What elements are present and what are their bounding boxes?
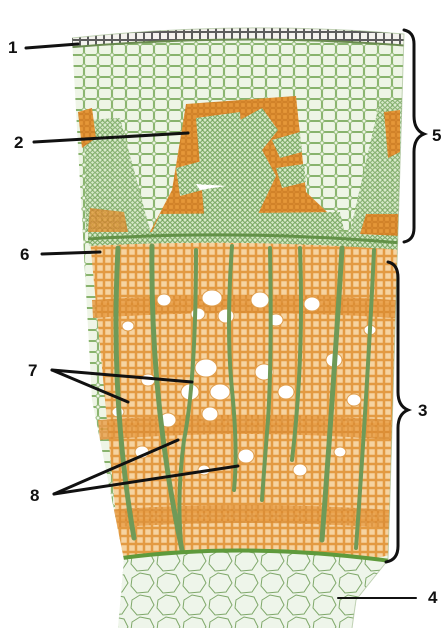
pith xyxy=(108,550,398,628)
leader-1 xyxy=(26,44,78,48)
bracket-5 xyxy=(404,30,424,242)
label-5: 5 xyxy=(432,126,441,145)
label-2: 2 xyxy=(14,133,23,152)
label-4: 4 xyxy=(428,588,438,607)
label-6: 6 xyxy=(20,245,29,264)
label-3: 3 xyxy=(418,401,427,420)
label-8: 8 xyxy=(30,486,39,505)
label-7: 7 xyxy=(28,361,37,380)
label-1: 1 xyxy=(8,38,17,57)
leader-6 xyxy=(42,252,100,254)
